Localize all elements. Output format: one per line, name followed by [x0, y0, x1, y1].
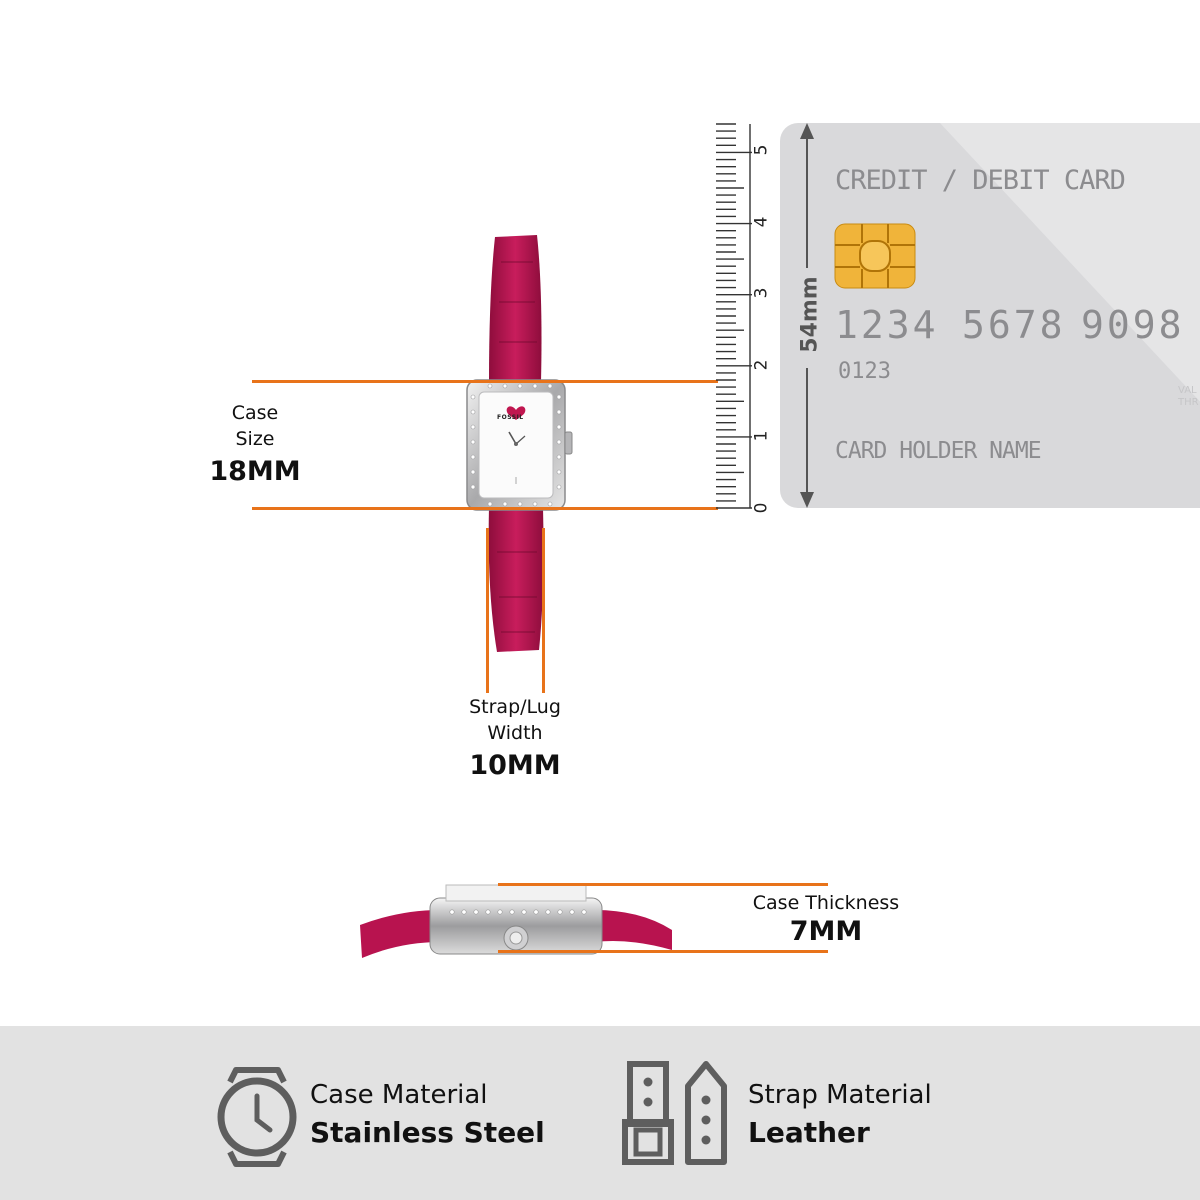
strap-icon	[622, 1061, 727, 1165]
case-size-top-line	[252, 380, 718, 383]
strap-width-label-line2: Width	[487, 722, 543, 744]
case-size-label-line2: Size	[235, 428, 275, 450]
ruler-tick-5: 5	[751, 144, 772, 156]
case-size-value: 18MM	[209, 456, 301, 487]
card-gloss	[940, 123, 1200, 402]
card-number-sub: 0123	[838, 359, 891, 384]
watch-front-illustration	[466, 235, 573, 652]
case-thickness-value: 7MM	[789, 916, 863, 947]
card-valid-line1: VAL	[1178, 385, 1197, 396]
ruler-tick-1: 1	[751, 430, 772, 442]
case-size-bottom-line	[252, 507, 718, 510]
card-height-arrow	[800, 123, 814, 508]
strap-material-value: Leather	[748, 1116, 870, 1149]
case-material-label: Case Material	[310, 1080, 488, 1110]
strap-width-label: Strap/Lug Width 10MM	[445, 694, 585, 781]
chip-icon	[834, 223, 916, 289]
card-number-group-1: 1234	[835, 303, 939, 347]
case-size-label: Case Size 18MM	[205, 400, 305, 487]
strap-width-label-line1: Strap/Lug	[469, 696, 561, 718]
strap-width-right-line	[542, 528, 545, 693]
case-material-value: Stainless Steel	[310, 1116, 545, 1149]
case-thickness-label: Case Thickness 7MM	[740, 890, 912, 947]
case-thickness-label-text: Case Thickness	[752, 892, 900, 914]
card-title: CREDIT / DEBIT CARD	[835, 165, 1126, 196]
ruler-tick-4: 4	[751, 216, 772, 228]
ruler-tick-0: 0	[751, 502, 772, 514]
card-valid-line2: THR	[1178, 397, 1199, 408]
case-size-label-line1: Case	[231, 402, 279, 424]
materials-band: Case Material Stainless Steel Strap Mate…	[0, 1026, 1200, 1200]
ruler-tick-3: 3	[751, 287, 772, 299]
watch-side-illustration	[360, 884, 672, 958]
card-number-group-3: 9098	[1081, 303, 1185, 347]
card-number-group-2: 5678	[962, 303, 1066, 347]
watch-brand-logo: FOSSIL	[497, 414, 524, 421]
thickness-bottom-line	[498, 950, 828, 953]
thickness-top-line	[498, 883, 828, 886]
credit-card-reference: CREDIT / DEBIT CARD 1234 5678 9098 0123 …	[780, 123, 1200, 508]
card-valid-thru: VAL THR	[1178, 385, 1199, 409]
strap-material-label: Strap Material	[748, 1080, 932, 1110]
ruler-tick-2: 2	[751, 359, 772, 371]
card-holder-name: CARD HOLDER NAME	[835, 438, 1042, 464]
strap-width-value: 10MM	[469, 750, 561, 781]
strap-width-left-line	[486, 528, 489, 693]
card-height-label: 54mm	[797, 276, 823, 353]
watch-icon	[217, 1067, 297, 1167]
ruler	[716, 123, 752, 509]
